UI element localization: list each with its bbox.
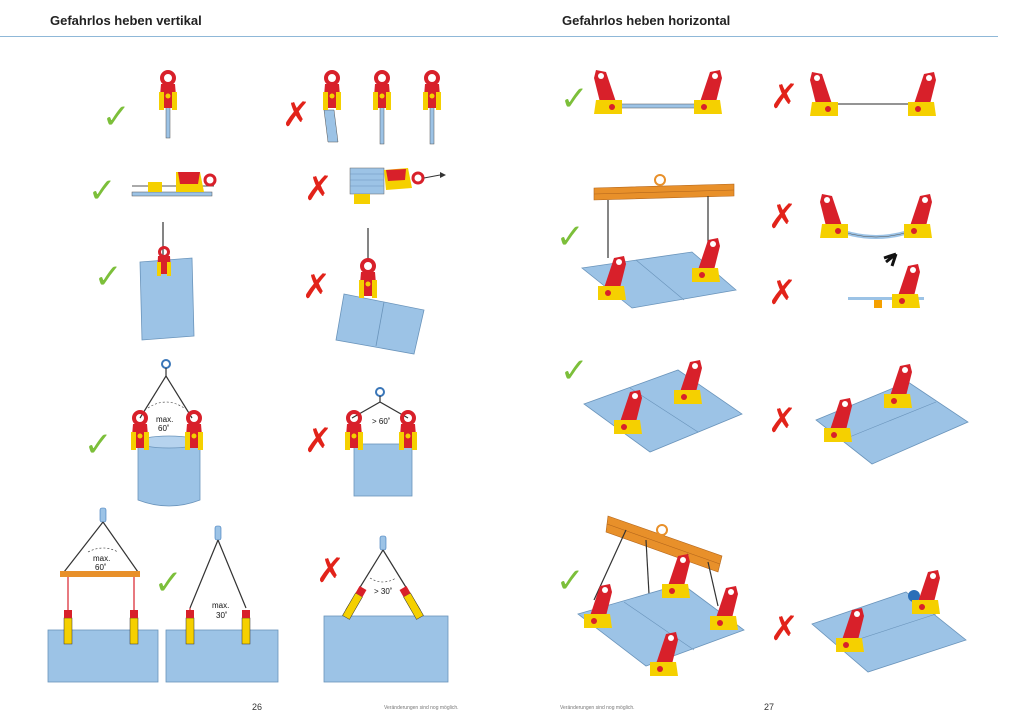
heading-rule (512, 36, 998, 37)
page-number: 27 (764, 702, 775, 712)
check-icon: ✓ (94, 257, 123, 297)
angle-label: max. (93, 554, 110, 563)
cross-icon: ✗ (304, 421, 333, 461)
vertical-lifting-illustrations: ✓ ✗ ✓ ✗ ✓ ✗ (47, 70, 449, 683)
check-icon: ✓ (560, 79, 589, 119)
angle-label: 60˚ (158, 424, 170, 433)
angle-label: 30˚ (216, 611, 228, 620)
page-heading: Gefahrlos heben vertikal (50, 13, 202, 28)
cross-icon: ✗ (282, 95, 311, 135)
angle-label: > 30˚ (374, 587, 393, 596)
check-icon: ✓ (556, 561, 585, 601)
cross-icon: ✗ (316, 551, 345, 591)
horizontal-lifting-illustrations: ✓ ✗ ✓ ✗ ✗ ✓ ✗ (556, 70, 969, 676)
footer-note: Veränderungen sind nog möglich. (384, 705, 459, 711)
angle-label: max. (156, 415, 173, 424)
check-icon: ✓ (560, 351, 589, 391)
check-icon: ✓ (154, 563, 183, 603)
cross-icon: ✗ (768, 197, 797, 237)
cross-icon: ✗ (770, 77, 799, 117)
check-icon: ✓ (88, 171, 117, 211)
cross-icon: ✗ (304, 169, 333, 209)
right-page: Gefahrlos heben horizontal ✓ ✗ ✓ (512, 0, 1024, 723)
cross-icon: ✗ (768, 273, 797, 313)
cross-icon: ✗ (768, 401, 797, 441)
footer-note: Veränderungen sind nog möglich. (560, 705, 635, 711)
check-icon: ✓ (102, 97, 131, 137)
check-icon: ✓ (84, 425, 113, 465)
cross-icon: ✗ (302, 267, 331, 307)
angle-label: max. (212, 601, 229, 610)
heading-rule (0, 36, 512, 37)
angle-label: > 60˚ (372, 417, 391, 426)
page-heading: Gefahrlos heben horizontal (562, 13, 731, 28)
angle-label: 60˚ (95, 563, 107, 572)
cross-icon: ✗ (770, 609, 799, 649)
page-number: 26 (252, 702, 263, 712)
check-icon: ✓ (556, 217, 585, 257)
left-page: Gefahrlos heben vertikal (0, 13, 512, 712)
